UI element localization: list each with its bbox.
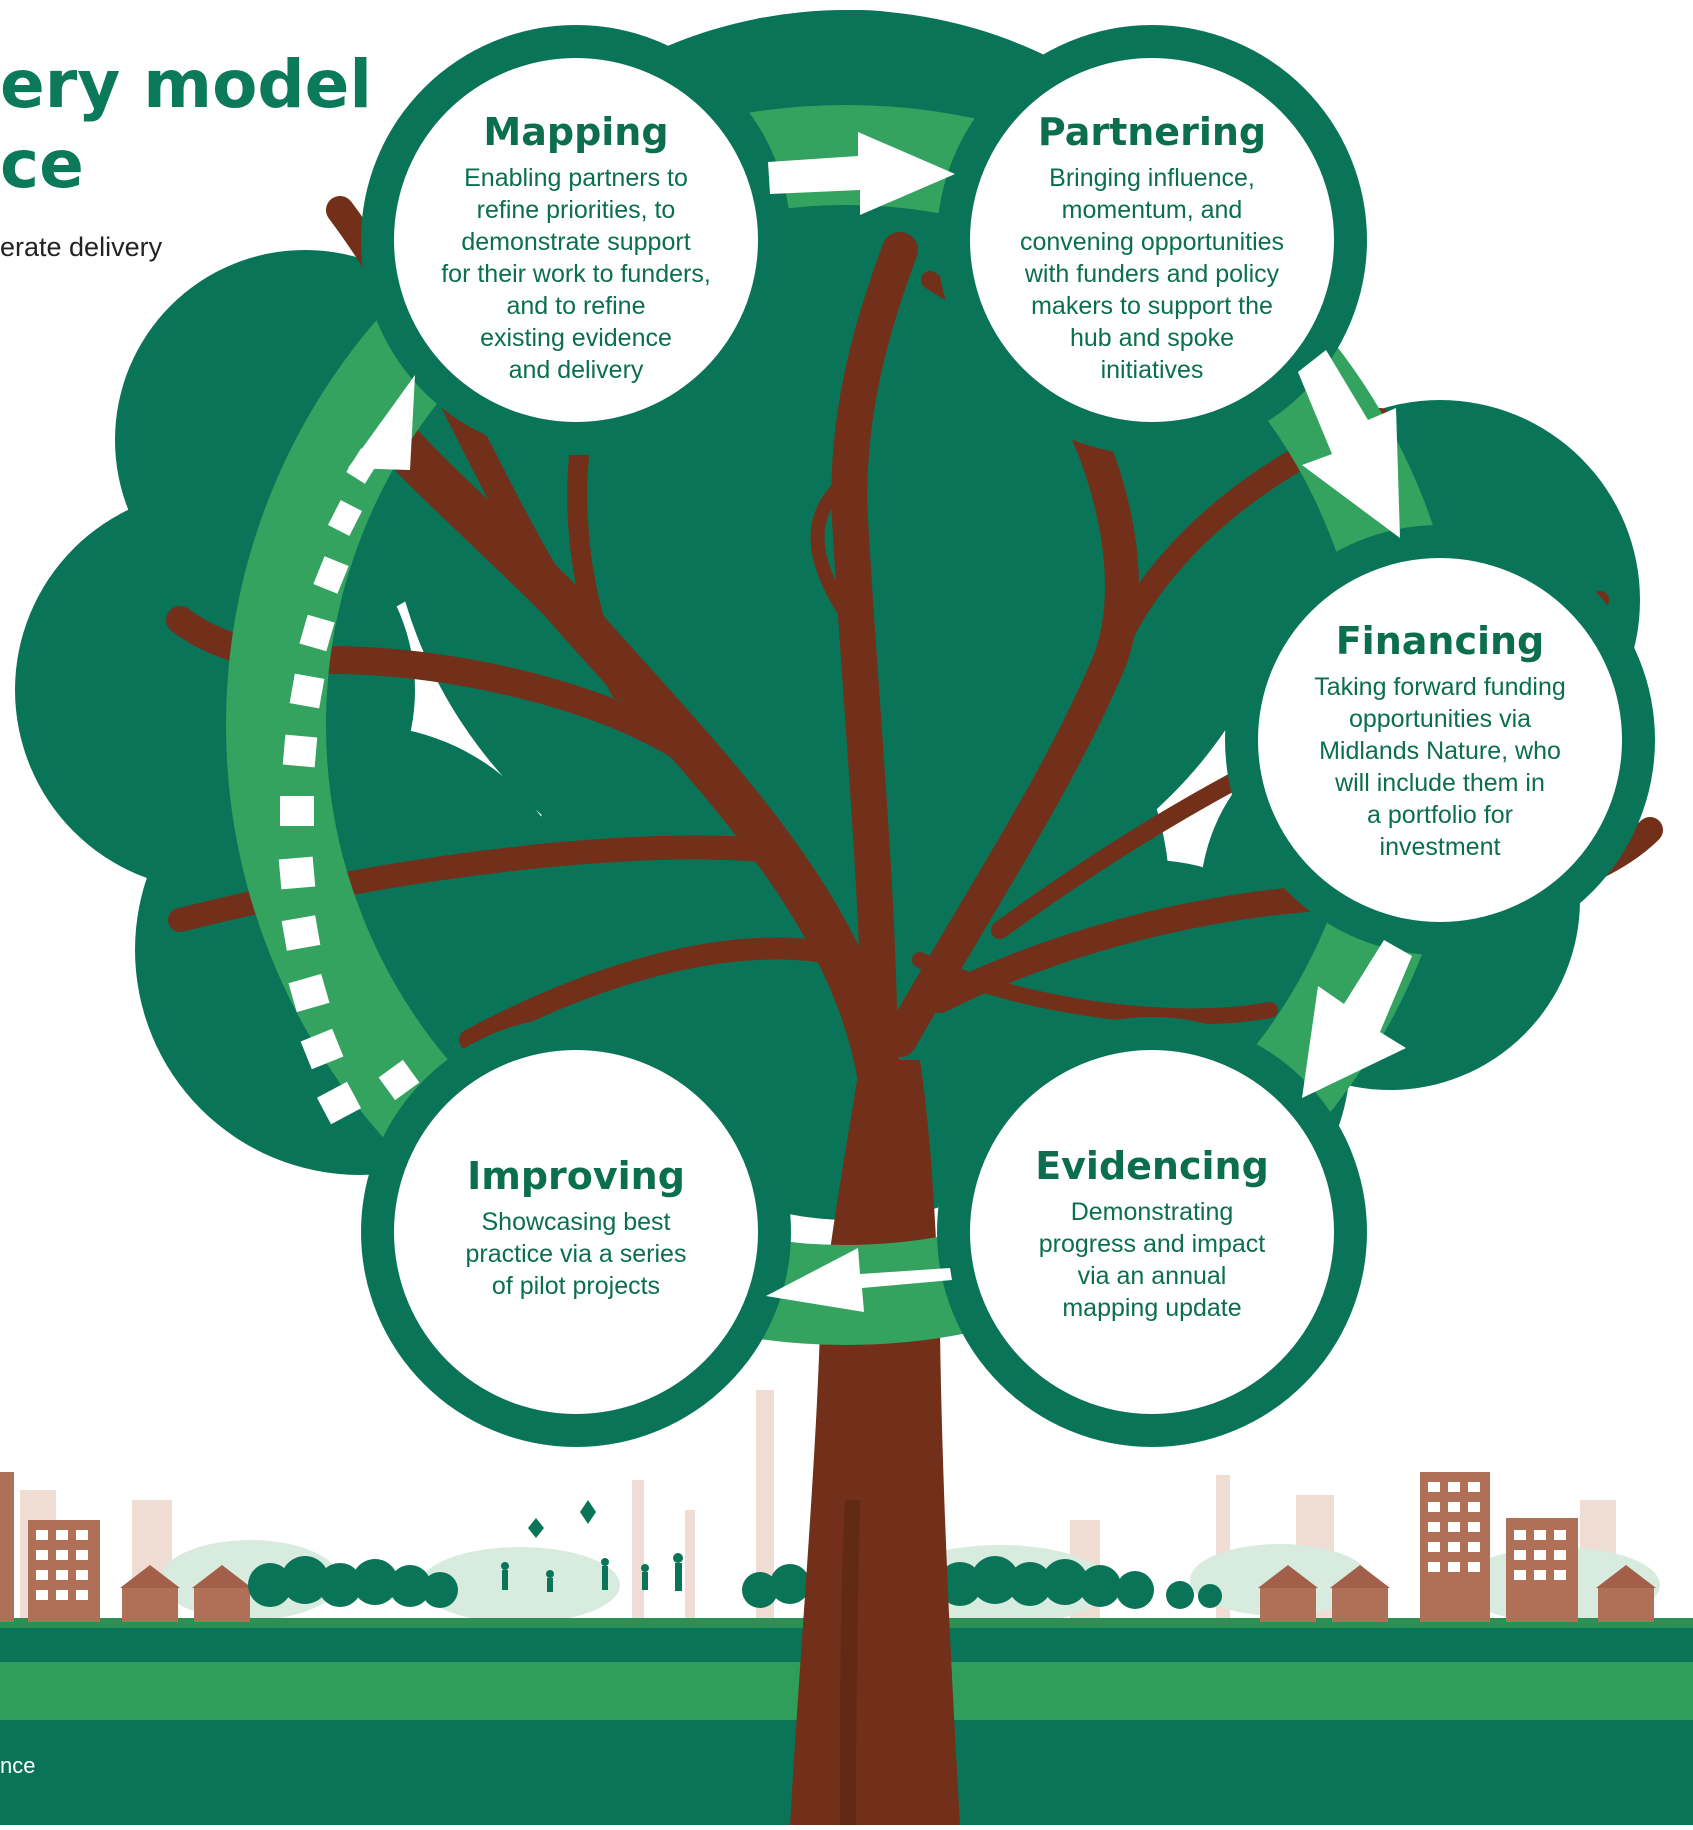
page-title-line-2: ce: [0, 126, 84, 203]
node-partnering-title: Partnering: [1037, 110, 1267, 154]
arrow-down-right-icon: [1298, 350, 1400, 538]
node-partnering: Partnering Bringing influence, momentum,…: [982, 110, 1322, 386]
arrow-down-left-icon: [1302, 940, 1412, 1098]
page-title-line-1: ery model: [0, 46, 373, 123]
dashed-arrow-up-icon: [278, 375, 420, 1125]
small-trees: [248, 1556, 1222, 1609]
node-mapping-title: Mapping: [483, 110, 669, 154]
node-financing: Financing Taking forward funding opportu…: [1270, 619, 1610, 863]
node-circles: [394, 58, 1622, 1414]
node-improving-text: Showcasing best practice via a series of…: [465, 1207, 687, 1300]
node-evidencing-text: Demonstrating progress and impact via an…: [1038, 1197, 1266, 1322]
node-financing-title: Financing: [1335, 619, 1545, 663]
page-subtitle: erate delivery: [0, 232, 163, 262]
node-improving: Improving Showcasing best practice via a…: [406, 1154, 746, 1302]
node-mapping: Mapping Enabling partners to refine prio…: [406, 110, 746, 386]
node-mapping-text: Enabling partners to refine priorities, …: [441, 163, 711, 384]
node-partnering-text: Bringing influence, momentum, and conven…: [1019, 163, 1285, 384]
arrow-right-icon: [768, 132, 955, 215]
houses: [120, 1565, 1656, 1622]
node-evidencing: Evidencing Demonstrating progress and im…: [982, 1144, 1322, 1324]
kite-people-silhouettes: [501, 1500, 683, 1592]
node-financing-text: Taking forward funding opportunities via…: [1314, 672, 1566, 861]
building-windows: [36, 1482, 1566, 1600]
node-evidencing-title: Evidencing: [1035, 1144, 1269, 1188]
arrow-left-icon: [766, 1248, 952, 1312]
node-improving-title: Improving: [467, 1154, 685, 1198]
footer-text: nce: [0, 1753, 36, 1778]
